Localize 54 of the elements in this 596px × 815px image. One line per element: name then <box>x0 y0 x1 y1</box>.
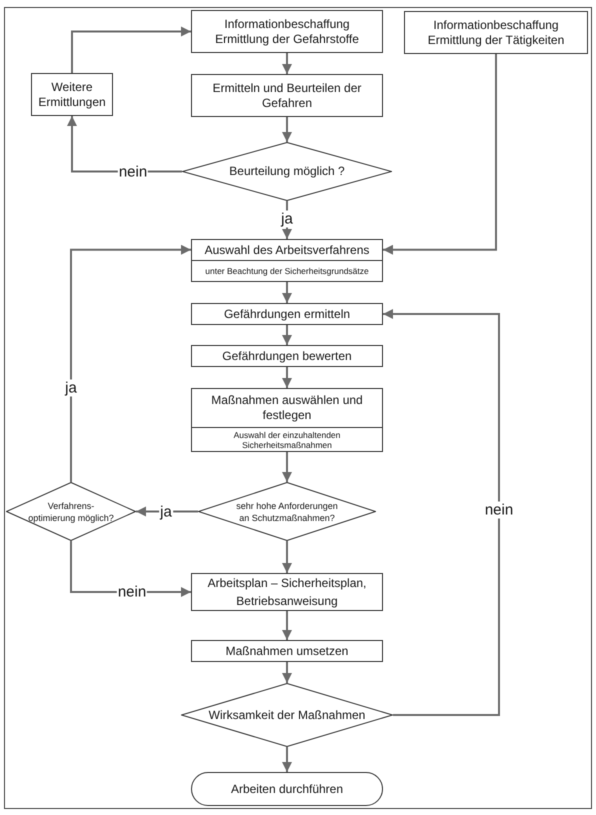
arrow <box>71 26 191 73</box>
process-box <box>191 388 383 452</box>
arrow <box>70 244 191 482</box>
arrow <box>282 117 292 142</box>
box-note: unter Beachtung der Sicherheitsgrundsätze <box>205 266 369 276</box>
decision-diamond <box>182 142 392 201</box>
decision-diamond <box>181 683 393 747</box>
edge-label: ja <box>280 210 294 228</box>
process-box <box>191 74 383 117</box>
process-box <box>191 640 383 662</box>
arrow <box>282 53 292 74</box>
box-label: Arbeitsplan – Sicherheitsplan, Betriebsanweisung <box>206 575 368 610</box>
arrow <box>282 452 292 482</box>
edge-label: nein <box>484 502 514 518</box>
terminator <box>191 772 383 806</box>
process-box <box>404 11 588 54</box>
arrow <box>282 747 292 772</box>
arrow <box>282 611 292 640</box>
arrow <box>282 325 292 345</box>
arrow <box>282 367 292 388</box>
process-box <box>31 73 113 116</box>
arrow <box>383 309 500 716</box>
box-label: Gefährdungen ermitteln <box>224 306 350 322</box>
process-box <box>191 239 383 282</box>
box-label: Maßnahmen umsetzen <box>226 644 348 658</box>
box-note: Auswahl der einzuhaltenden Sicherheitsmaßnahmen <box>232 430 342 450</box>
box-label: Auswahl des Arbeitsverfahrens <box>204 242 370 258</box>
box-label: Weitere Ermittlungen <box>37 80 107 110</box>
process-box <box>191 303 383 325</box>
decision-label: Beurteilung möglich ? <box>229 164 345 179</box>
process-box <box>191 345 383 367</box>
arrow <box>282 282 292 303</box>
box-label: Informationbeschaffung <box>433 18 559 32</box>
box-label: Ermitteln und Beurteilen der Gefahren <box>212 80 362 110</box>
box-label: Gefährdungen bewerten <box>222 348 352 364</box>
process-box <box>191 573 383 611</box>
arrow <box>383 54 497 255</box>
decision-label: Wirksamkeit der Maßnahmen <box>208 708 366 722</box>
arrow <box>282 662 292 683</box>
box-label: Ermittlung der Gefahrstoffe <box>215 32 359 46</box>
arrow <box>136 506 198 516</box>
edge-label: ja <box>159 503 173 520</box>
process-box <box>191 10 383 53</box>
box-label: Maßnahmen auswählen und festlegen <box>210 393 364 423</box>
edge-label: ja <box>64 380 78 396</box>
box-label: Informationbeschaffung <box>224 16 350 32</box>
terminator-label: Arbeiten durchführen <box>230 782 344 796</box>
edge-label: nein <box>118 163 148 180</box>
box-label: Ermittlung der Tätigkeiten <box>428 32 564 48</box>
decision-label: sehr hohe Anforderungen an Schutzmaßnahmen? <box>235 500 339 524</box>
decision-label: Verfahrens- optimierung möglich? <box>27 500 115 524</box>
decision-diamond <box>6 482 136 541</box>
arrow <box>282 541 292 573</box>
decision-diamond <box>198 482 376 541</box>
